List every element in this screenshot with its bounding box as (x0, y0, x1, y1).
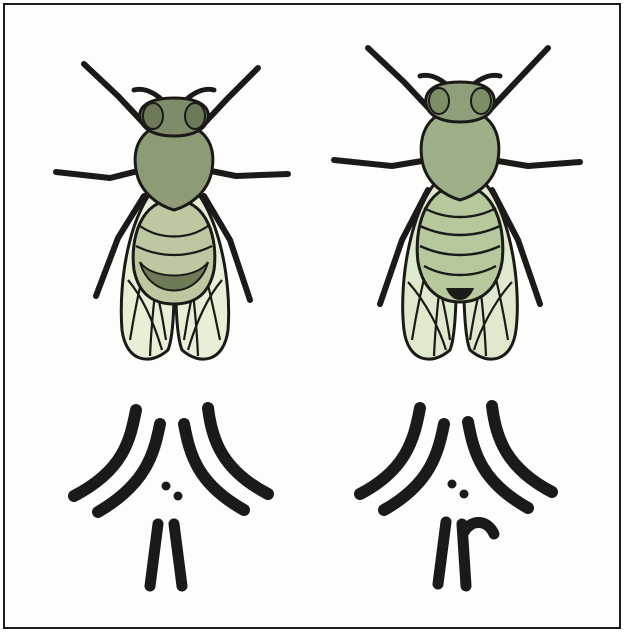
chromosome-pair-outer-left (360, 408, 420, 494)
dot-chromosome (448, 480, 457, 489)
dot-chromosome (174, 492, 183, 501)
chromosome-set-right (360, 406, 552, 586)
sex-chromosome-x (150, 524, 158, 586)
chromosome-pair-outer-right (492, 406, 552, 492)
sex-chromosome-x (174, 524, 182, 586)
fruit-fly-left (56, 64, 288, 359)
chromosome-set-left (74, 408, 268, 586)
abdomen (417, 186, 503, 302)
antenna-left (134, 89, 160, 98)
eye-right (471, 88, 491, 114)
dot-chromosome (460, 490, 469, 499)
eye-right (185, 103, 205, 129)
eye-left (429, 88, 449, 114)
fruit-fly-right (334, 48, 580, 359)
eye-left (143, 103, 163, 129)
antenna-right (188, 89, 214, 98)
dot-chromosome (162, 482, 171, 491)
chromosome-pair-outer-right (208, 408, 268, 494)
sex-chromosome-x (438, 522, 446, 584)
sex-chromosome-y (462, 522, 494, 586)
